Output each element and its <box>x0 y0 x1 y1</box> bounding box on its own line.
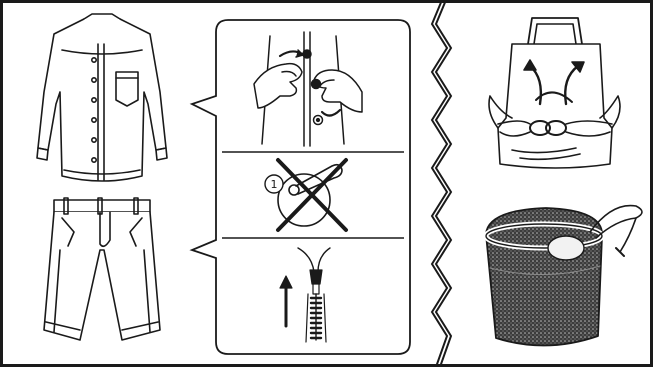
badge-number: 1 <box>271 178 278 191</box>
